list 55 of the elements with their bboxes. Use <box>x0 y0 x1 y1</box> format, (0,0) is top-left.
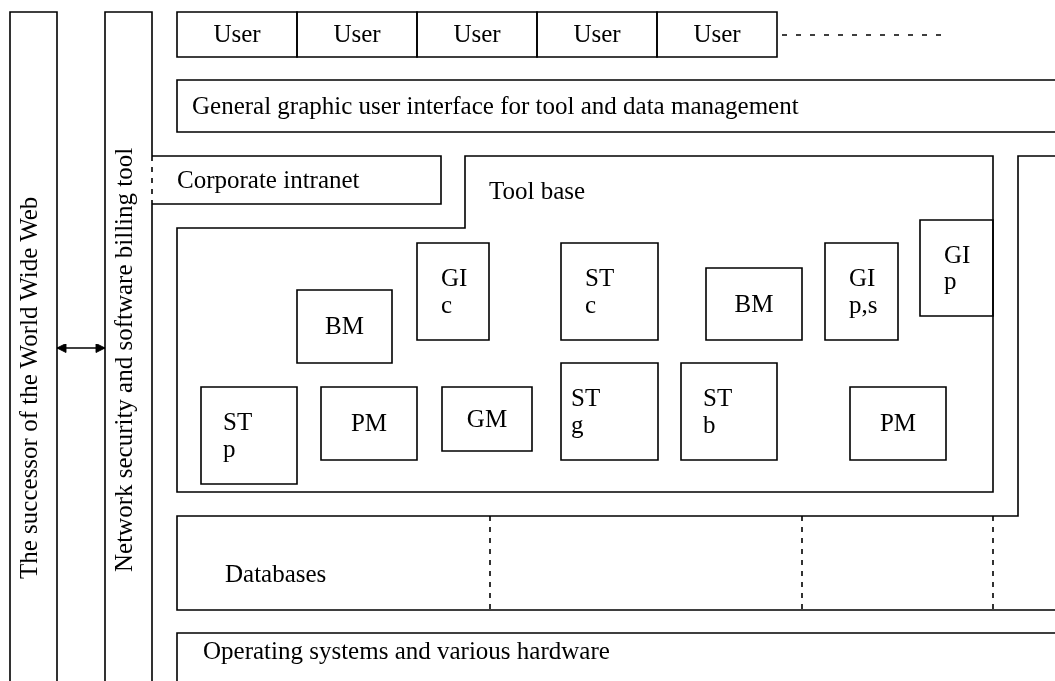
tool-code: GM <box>466 405 508 433</box>
tool-code: ST <box>223 409 253 436</box>
tool-code: GI <box>944 241 971 268</box>
user-label: User <box>333 21 381 48</box>
tool-qualifier: c <box>585 291 597 318</box>
tool-qualifier: g <box>571 411 584 438</box>
tool-box <box>321 387 417 460</box>
tool-qualifier: b <box>703 411 716 438</box>
user-label: User <box>573 21 621 48</box>
tool-code: PM <box>879 410 917 437</box>
panel-label: Network security and software billing tool <box>111 146 138 575</box>
tool-qualifier: c <box>441 291 453 318</box>
tool-code: ST <box>703 385 733 412</box>
user-label: User <box>693 21 741 48</box>
tool-box <box>706 268 802 340</box>
tool-code: ST <box>585 265 615 292</box>
hardware-bar <box>177 633 1055 681</box>
user-box <box>537 12 657 57</box>
tool-box <box>201 387 297 484</box>
panel-label: Databases <box>225 561 327 588</box>
tool-code: BM <box>325 313 364 340</box>
panel-label: The successor of the World Wide Web <box>16 195 43 581</box>
user-box <box>177 12 297 57</box>
tool-box <box>417 243 489 340</box>
tool-box <box>850 387 946 460</box>
tool-box <box>442 387 532 451</box>
tool-code: PM <box>350 410 388 437</box>
panel-label: General graphic user interface for tool and data management <box>192 92 799 120</box>
tool-code: GI <box>849 265 876 292</box>
database-panel <box>177 156 1055 610</box>
tool-box <box>920 220 993 316</box>
user-label: User <box>453 21 501 48</box>
tool-code: GI <box>441 265 468 292</box>
panel-label: Corporate intranet <box>177 166 360 194</box>
panel-label: Tool base <box>489 178 586 205</box>
panel-label: Operating systems and various hardware <box>203 638 610 665</box>
user-box <box>417 12 537 57</box>
side-band <box>105 12 152 681</box>
tool-code: ST <box>571 385 601 412</box>
user-box <box>297 12 417 57</box>
tool-box <box>681 363 777 460</box>
side-band <box>10 12 57 681</box>
tool-box <box>561 243 658 340</box>
tool-qualifier: p <box>944 268 957 295</box>
intranet-box <box>152 156 441 204</box>
tool-code: BM <box>734 290 774 318</box>
tool-qualifier: p,s <box>849 291 878 318</box>
tool-box <box>561 363 658 460</box>
user-label: User <box>213 21 261 48</box>
interface-bar <box>177 80 1055 132</box>
tool-box <box>825 243 898 340</box>
double-arrow <box>56 343 106 353</box>
tool-qualifier: p <box>223 435 236 462</box>
tool-box <box>297 290 392 363</box>
user-box <box>657 12 777 57</box>
